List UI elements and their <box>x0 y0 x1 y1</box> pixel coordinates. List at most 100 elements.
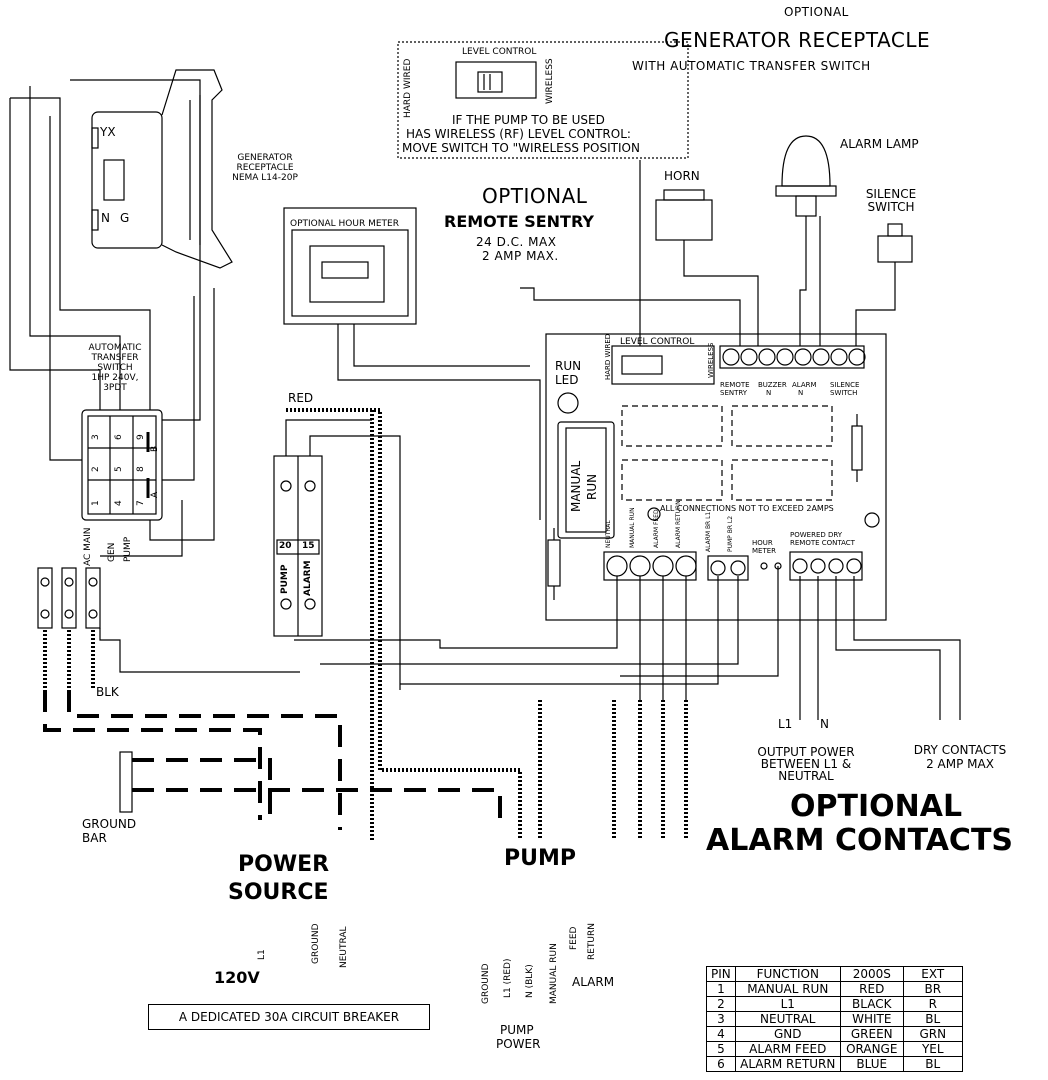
ats-contact-7: 7 <box>136 500 146 506</box>
board-level-control: LEVEL CONTROL <box>620 337 695 347</box>
table-row: 1 MANUAL RUN RED BR <box>706 981 963 997</box>
control-board-drawing <box>545 333 887 621</box>
ats-contact-b: B <box>150 445 160 452</box>
pin-header-function: FUNCTION <box>734 966 841 982</box>
pin-cell: 4 <box>706 1026 736 1042</box>
function-cell: ALARM FEED <box>734 1041 841 1057</box>
horn-label: HORN <box>664 169 700 183</box>
pump-cables <box>43 408 688 840</box>
power-cables <box>43 690 502 830</box>
board-run-led-line1: RUN <box>555 359 582 373</box>
alarm-contacts-n: N <box>820 717 829 731</box>
board-wireless: WIRELESS <box>707 342 715 378</box>
power-voltage: 120V <box>214 968 260 987</box>
board-term-alarm-br: ALARM BR L1 <box>705 511 712 552</box>
board-hard-wired: HARD WIRED <box>604 333 612 380</box>
dry-contacts-line2: 2 AMP MAX <box>926 757 994 771</box>
ats-line5: 3PDT <box>103 383 127 393</box>
pump-power-line2: POWER <box>496 1037 541 1051</box>
color-2000s-cell: BLUE <box>839 1056 904 1072</box>
board-term-neutral: NEUTRAL <box>605 520 612 548</box>
wires <box>9 79 961 720</box>
function-cell: GND <box>734 1026 841 1042</box>
ats-line3: SWITCH <box>97 363 133 373</box>
pin-table-header: PIN FUNCTION 2000S EXT <box>706 966 963 982</box>
board-term-alarm: ALARM <box>792 381 817 389</box>
color-ext-cell: R <box>902 996 963 1012</box>
blk-label: BLK <box>96 685 119 699</box>
ground-bar-line1: GROUND <box>82 817 137 831</box>
board-run: RUN <box>585 473 599 500</box>
pin-header-pin: PIN <box>706 966 736 982</box>
note-hard-wired: HARD WIRED <box>403 58 413 118</box>
board-remote-contact: REMOTE CONTACT <box>790 539 855 547</box>
ats-contact-1: 1 <box>91 500 101 506</box>
function-cell: ALARM RETURN <box>734 1056 841 1072</box>
table-row: 5 ALARM FEED ORANGE YEL <box>706 1041 963 1057</box>
pump-power-line1: PUMP <box>500 1023 534 1037</box>
board-term-manual-run: MANUAL RUN <box>629 507 636 548</box>
board-manual: MANUAL <box>569 460 583 512</box>
note-level-control-title: LEVEL CONTROL <box>462 47 537 57</box>
board-term-silence: SILENCE <box>830 381 860 389</box>
generator-title-line2: GENERATOR RECEPTACLE <box>664 28 931 52</box>
board-powered-dry: POWERED DRY <box>790 531 843 539</box>
color-ext-cell: YEL <box>902 1041 963 1057</box>
ats-contact-6: 6 <box>114 434 124 440</box>
board-hour-line1: HOUR <box>752 539 773 547</box>
note-wireless: WIRELESS <box>545 58 555 104</box>
hour-meter-drawing <box>283 207 417 325</box>
board-hour-line2: METER <box>752 547 777 555</box>
ats-contact-a: A <box>150 491 160 498</box>
board-term-alarm-feed: ALARM FEED <box>653 509 660 548</box>
hour-meter-label: OPTIONAL HOUR METER <box>290 219 399 229</box>
ats-line4: 1HP 240V, <box>91 373 139 383</box>
pin-cell: 5 <box>706 1041 736 1057</box>
color-2000s-cell: ORANGE <box>839 1041 904 1057</box>
board-term-switch: SWITCH <box>830 389 858 397</box>
remote-sentry-line3: 24 D.C. MAX <box>476 235 557 249</box>
ats-term-gen: GEN <box>107 542 117 562</box>
breaker-drawing <box>273 455 323 637</box>
function-cell: L1 <box>734 996 841 1012</box>
ats-contact-4: 4 <box>114 500 124 506</box>
alarm-contacts-l1: L1 <box>778 717 793 731</box>
pin-cell: 2 <box>706 996 736 1012</box>
color-2000s-cell: WHITE <box>839 1011 904 1027</box>
breaker-red-wire: RED <box>288 391 314 405</box>
color-ext-cell: GRN <box>902 1026 963 1042</box>
output-power-line3: NEUTRAL <box>778 769 834 783</box>
color-ext-cell: BL <box>902 1056 963 1072</box>
function-cell: NEUTRAL <box>734 1011 841 1027</box>
color-ext-cell: BR <box>902 981 963 997</box>
breaker-left-name: PUMP <box>280 564 290 594</box>
ats-contact-8: 8 <box>136 466 146 472</box>
power-source-line1: POWER <box>238 852 330 877</box>
alarm-devices-drawing <box>655 135 913 263</box>
silence-switch-line1: SILENCE <box>865 187 917 201</box>
silence-switch-line2: SWITCH <box>867 200 915 214</box>
board-term-n2: N <box>798 389 804 397</box>
color-2000s-cell: BLACK <box>839 996 904 1012</box>
table-row: 2 L1 BLACK R <box>706 996 963 1012</box>
color-2000s-cell: RED <box>839 981 904 997</box>
ats-contact-2: 2 <box>91 466 101 472</box>
receptacle-line1: GENERATOR <box>237 153 293 163</box>
receptacle-yx: YX <box>100 125 116 139</box>
alarm-contacts-title1: OPTIONAL <box>790 789 963 824</box>
note-line3: MOVE SWITCH TO "WIRELESS POSITION <box>402 141 640 155</box>
dedicated-breaker-note: A DEDICATED 30A CIRCUIT BREAKER <box>148 1004 430 1030</box>
pump-wire-return: RETURN <box>587 922 597 960</box>
ats-term-pump: PUMP <box>123 536 133 562</box>
ats-drawing <box>81 409 163 521</box>
alarm-contacts-title2: ALARM CONTACTS <box>706 823 1014 858</box>
board-term-sentry: SENTRY <box>720 389 748 397</box>
ground-bar-drawing <box>119 751 133 813</box>
pin-header-ext: EXT <box>902 966 963 982</box>
board-term-pump-br: PUMP BR L2 <box>727 515 734 552</box>
breaker-left-rating: 20 <box>279 541 292 551</box>
note-line1: IF THE PUMP TO BE USED <box>452 113 605 127</box>
pin-table: PIN FUNCTION 2000S EXT 1 MANUAL RUN RED … <box>706 966 963 1072</box>
pin-cell: 6 <box>706 1056 736 1072</box>
